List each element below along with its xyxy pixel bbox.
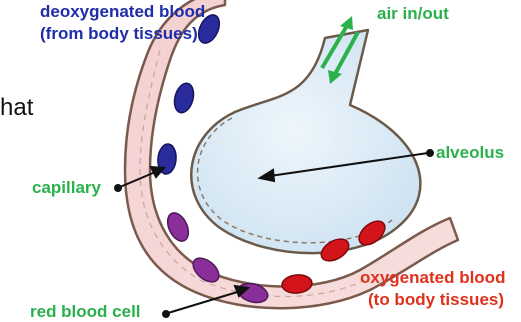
capillary-label: capillary: [32, 178, 101, 198]
alveolus-label: alveolus: [436, 143, 504, 163]
alveolus-sac: [191, 30, 420, 253]
to-body-tissues-label: (to body tissues): [368, 290, 504, 310]
deoxygenated-blood-label: deoxygenated blood: [40, 2, 205, 22]
red-blood-cell: [171, 81, 196, 115]
red-blood-cell-label: red blood cell: [30, 302, 141, 322]
from-body-tissues-label: (from body tissues): [40, 24, 198, 44]
oxygenated-blood-label: oxygenated blood: [360, 268, 505, 288]
air-in-out-label: air in/out: [377, 4, 449, 24]
background-text-fragment: hat: [0, 94, 33, 122]
